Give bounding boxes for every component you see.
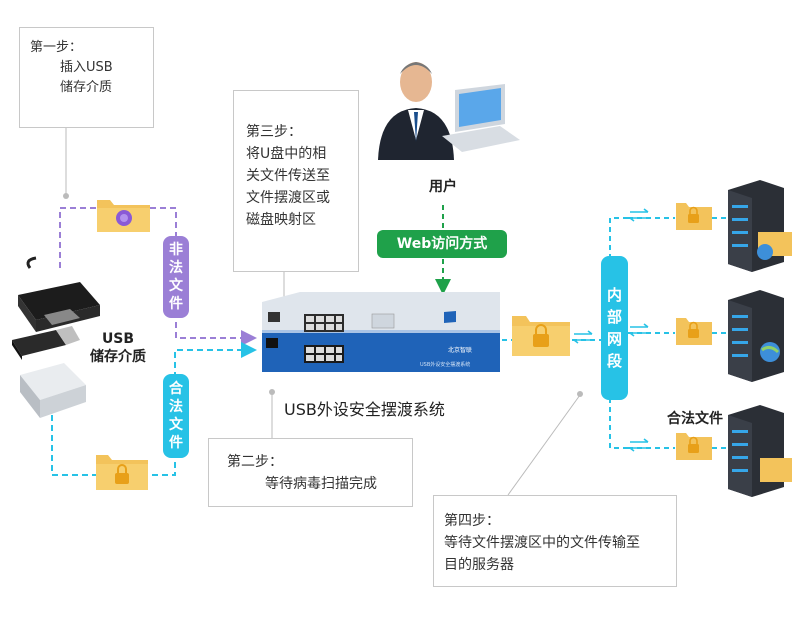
step4-leader xyxy=(507,394,581,496)
step3-line: 磁盘映射区 xyxy=(246,212,316,228)
pill-char: 法 xyxy=(169,260,183,276)
step3-line: 文件摆渡区或 xyxy=(246,190,330,206)
server-icon xyxy=(728,405,792,497)
pill-char: 网 xyxy=(606,330,622,348)
locked-folder-icon xyxy=(676,433,712,460)
step2-leader-dot xyxy=(269,389,275,395)
card-reader-icon xyxy=(18,256,100,332)
system-caption: USB外设安全摆渡系统 xyxy=(284,400,445,419)
step1-leader-dot xyxy=(63,193,69,199)
pill-char: 合 xyxy=(169,381,183,397)
security-device-icon: 北京智联 USB外设安全摆渡系统 xyxy=(262,292,500,372)
step3-note: 第三步： 将U盘中的相 关文件传送至 文件摆渡区或 磁盘映射区 xyxy=(233,90,359,272)
legal-file-pill: 合 法 文 件 xyxy=(163,374,189,458)
usb-storage-line: USB xyxy=(101,331,135,347)
user-with-laptop-icon xyxy=(378,62,520,160)
network-bus xyxy=(609,217,628,449)
pill-char: 段 xyxy=(606,352,622,370)
pill-char: 非 xyxy=(169,242,183,258)
pill-char: 部 xyxy=(606,308,622,326)
step2-line: 等待病毒扫描完成 xyxy=(265,476,377,492)
legal-file-label: 合法文件 xyxy=(667,411,723,427)
step4-line: 等待文件摆渡区中的文件传输至 xyxy=(444,535,640,551)
step4-note: 第四步： 等待文件摆渡区中的文件传输至 目的服务器 xyxy=(433,495,677,587)
step4-leader-dot xyxy=(577,391,583,397)
illegal-file-path xyxy=(59,207,257,346)
pill-char: 文 xyxy=(169,278,183,294)
step2-note: 第二步： 等待病毒扫描完成 xyxy=(208,438,413,507)
pill-char: 文 xyxy=(169,417,183,433)
device-model-text: USB外设安全摆渡系统 xyxy=(420,361,470,368)
locked-folder-icon xyxy=(512,316,570,356)
step1-line: 插入USB xyxy=(60,60,113,75)
inner-network-pill: 内 部 网 段 xyxy=(601,256,628,400)
locked-folder-icon xyxy=(96,455,148,490)
legal-file-path xyxy=(51,342,257,476)
step4-line: 目的服务器 xyxy=(444,557,514,573)
device-brand-text: 北京智联 xyxy=(448,346,472,354)
web-access-pill: Web访问方式 xyxy=(377,230,507,258)
locked-folder-icon xyxy=(676,203,712,230)
usb-drive-icon xyxy=(12,326,80,360)
bidirectional-arrow-icon xyxy=(573,208,649,452)
hard-drive-icon xyxy=(20,363,86,418)
pill-char: 件 xyxy=(169,435,183,451)
virus-folder-icon xyxy=(97,200,150,232)
pill-char: 件 xyxy=(169,296,183,312)
step2-title: 第二步： xyxy=(227,454,283,470)
step1-note: 第一步： 插入USB 储存介质 xyxy=(19,27,154,128)
usb-storage-line: 储存介质 xyxy=(90,349,146,365)
pill-char: 法 xyxy=(169,399,183,415)
pill-char: 内 xyxy=(606,286,622,304)
usb-storage-label: USB 储存介质 xyxy=(78,330,158,366)
locked-folder-icon xyxy=(676,318,712,345)
step1-line: 储存介质 xyxy=(60,80,113,95)
step3-line: 将U盘中的相 xyxy=(246,146,327,162)
step1-title: 第一步： xyxy=(30,40,83,55)
user-label: 用户 xyxy=(429,179,457,195)
server-icon xyxy=(728,290,784,382)
server-icon xyxy=(728,180,792,272)
step3-title: 第三步： xyxy=(246,124,302,140)
step4-title: 第四步： xyxy=(444,513,500,529)
illegal-file-pill: 非 法 文 件 xyxy=(163,236,189,318)
step3-line: 关文件传送至 xyxy=(246,168,330,184)
